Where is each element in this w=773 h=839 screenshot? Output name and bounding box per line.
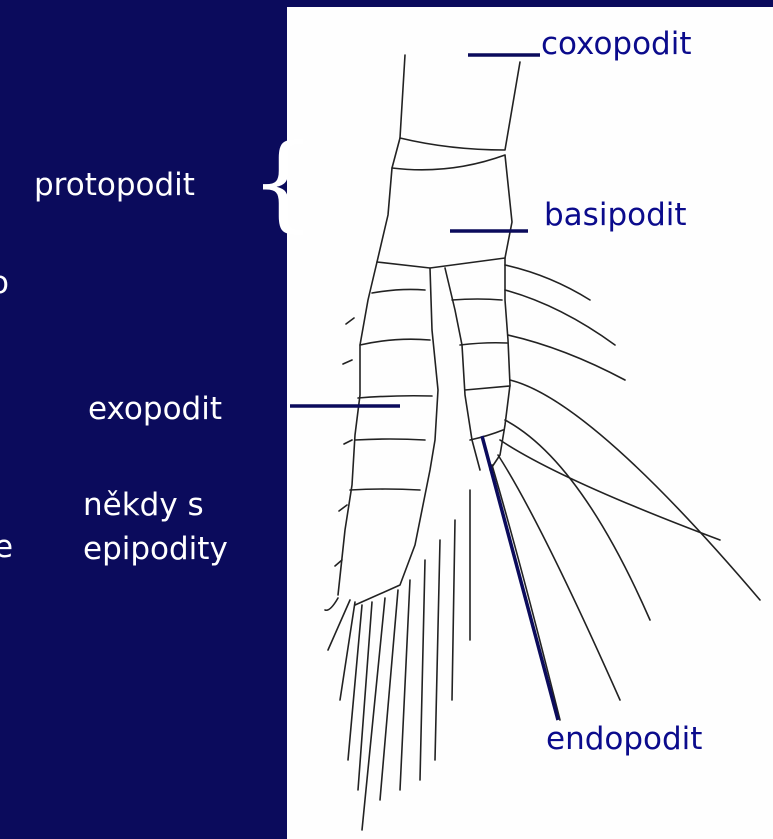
label-exopodit: exopodit bbox=[88, 392, 222, 428]
label-protopodit: protopodit bbox=[34, 168, 195, 204]
protopodit-brace: { bbox=[250, 130, 316, 234]
clipped-text-fragment: o bbox=[0, 268, 9, 299]
label-endopodit: endopodit bbox=[546, 722, 702, 758]
label-nekdy-s: někdy s bbox=[83, 488, 204, 524]
label-basipodit: basipodit bbox=[544, 198, 687, 234]
clipped-text-fragment: e bbox=[0, 532, 13, 563]
label-epipodity: epipodity bbox=[83, 532, 228, 568]
label-coxopodit: coxopodit bbox=[541, 27, 692, 63]
